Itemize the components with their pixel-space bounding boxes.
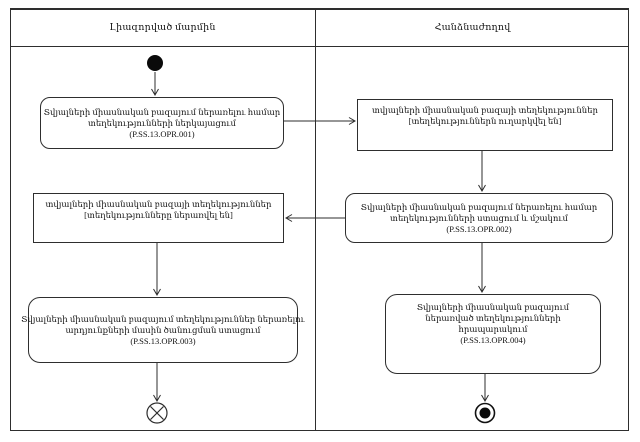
action-text-line: տեղեկությունների ստացում և մշակում	[390, 212, 568, 223]
action-node-submit-information: Տվյալների միասնական բազայում ներառելու հ…	[40, 97, 284, 149]
action-code: (P.SS.13.OPR.001)	[129, 128, 195, 139]
action-text-line: Տվյալների միասնական բազայում	[416, 302, 570, 312]
action-code: (P.SS.13.OPR.004)	[460, 335, 526, 345]
action-text-line: Տվյալների միասնական բազայում ներառելու հ…	[360, 201, 598, 212]
object-state: [տեղեկությունները ներառվել են]	[84, 210, 233, 220]
action-text-line: հրապարակում	[458, 324, 528, 334]
object-text-line: տվյալների միասնական բազայի տեղեկությունն…	[45, 199, 272, 209]
lane-divider	[315, 8, 316, 431]
object-node-information-sent: տվյալների միասնական բազայի տեղեկությունն…	[357, 99, 613, 151]
object-text-line: տվյալների միասնական բազայի տեղեկությունն…	[372, 105, 598, 115]
action-text-line: արդյունքների մասին ծանուցման ստացում	[65, 324, 261, 335]
action-code: (P.SS.13.OPR.002)	[446, 223, 512, 234]
diagram-frame	[10, 8, 629, 431]
action-node-publish-information: Տվյալների միասնական բազայում ներառված տե…	[385, 294, 601, 374]
lane-label: Լիազորված մարմին	[109, 22, 216, 33]
object-state: [տեղեկություններն ուղարկվել են]	[408, 116, 562, 126]
action-text-line: ներառված տեղեկությունների	[425, 313, 561, 323]
action-text-line: Տվյալների միասնական բազայում տեղեկությու…	[21, 313, 305, 324]
action-code: (P.SS.13.OPR.003)	[130, 335, 196, 346]
object-node-information-included: տվյալների միասնական բազայի տեղեկությունն…	[33, 193, 284, 243]
action-text-line: տեղեկությունների ներկայացում	[88, 117, 236, 128]
lane-header-commission: Հանձնաժողով	[316, 8, 629, 46]
lane-header-divider	[10, 46, 629, 47]
lane-header-authorized-body: Լիազորված մարմին	[10, 8, 315, 46]
action-node-receive-process-information: Տվյալների միասնական բազայում ներառելու հ…	[345, 193, 613, 243]
lane-label: Հանձնաժողով	[434, 22, 511, 33]
action-text-line: Տվյալների միասնական բազայում ներառելու հ…	[43, 106, 281, 117]
action-node-receive-notification: Տվյալների միասնական բազայում տեղեկությու…	[21, 297, 305, 363]
